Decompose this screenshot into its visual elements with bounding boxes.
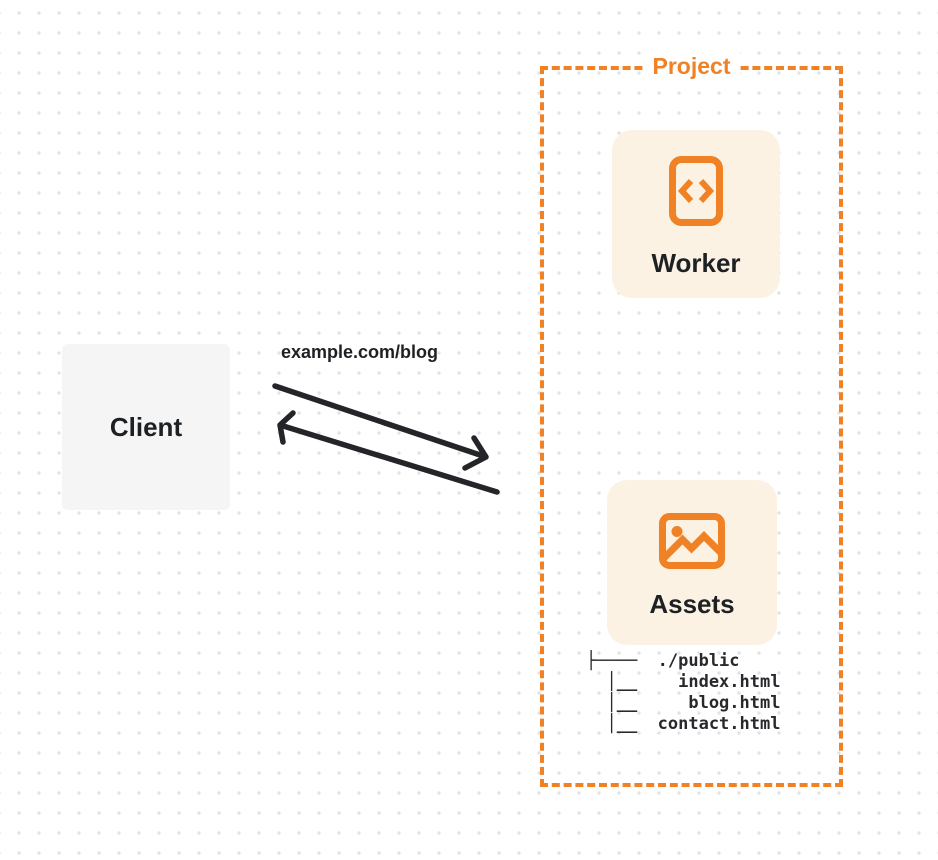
project-label: Project [642,51,741,82]
client-box: Client [62,344,230,510]
request-url-label: example.com/blog [281,342,439,362]
image-icon [659,513,725,569]
code-icon [669,156,723,226]
worker-label: Worker [651,248,741,278]
assets-card: Assets [607,480,777,645]
request-arrow [272,383,489,471]
project-boundary: Project Worker Assets ├──── ./public │__… [540,51,843,787]
response-arrow [277,410,500,495]
worker-card: Worker [612,130,780,298]
client-label: Client [109,411,183,442]
assets-file-tree: ├──── ./public │__ index.html │__ blog.h… [586,651,781,734]
assets-label: Assets [649,589,735,619]
